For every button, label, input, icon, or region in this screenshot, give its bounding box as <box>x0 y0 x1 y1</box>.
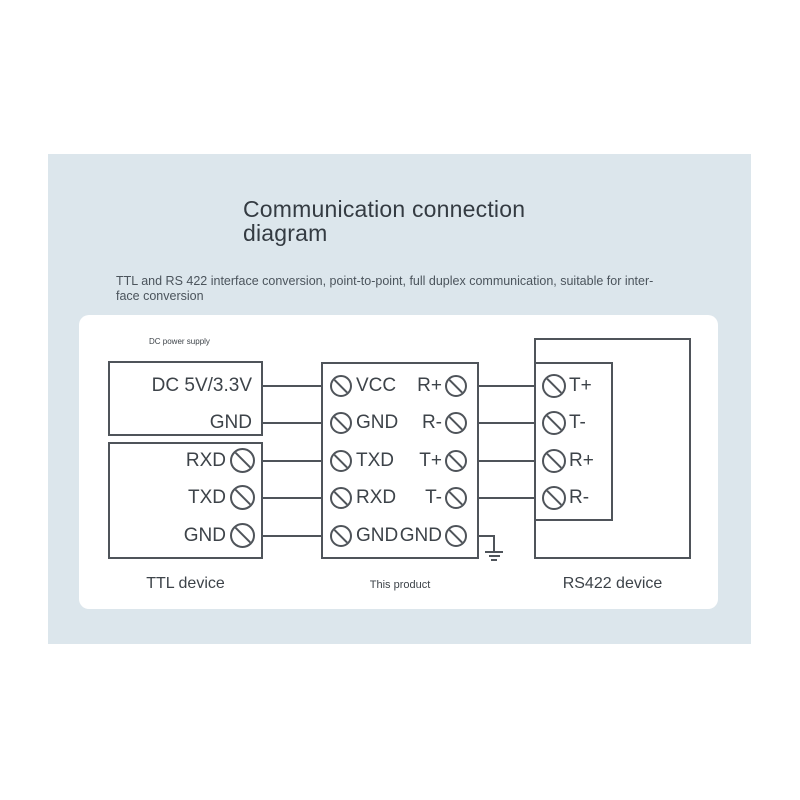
pin-label-vcc: VCC <box>356 375 397 396</box>
wire-rminus-to-tminus <box>479 422 534 424</box>
dc-power-supply-note: DC power supply <box>149 337 210 346</box>
page-subtitle: TTL and RS 422 interface conversion, poi… <box>116 274 653 303</box>
pin-label-gnd5: GND <box>399 525 442 546</box>
diagram-card: DC power supply <box>79 315 718 609</box>
wire-dc5v-to-vcc <box>263 385 321 387</box>
rs422-terminal-block <box>534 362 613 521</box>
dc-power-box <box>108 361 263 436</box>
screw-terminal-icon <box>330 375 352 397</box>
wire-gnd-to-gnd <box>263 422 321 424</box>
screw-terminal-icon <box>445 412 467 434</box>
wire-txd-to-rxd <box>263 497 321 499</box>
page-title-line2: diagram <box>243 219 328 246</box>
wire-gnd-to-ground <box>479 535 495 537</box>
page-subtitle-line1: TTL and RS 422 interface conversion, poi… <box>116 274 654 288</box>
screw-terminal-icon <box>445 525 467 547</box>
wire-rplus-to-tplus <box>479 385 534 387</box>
page-title: Communication connection diagram <box>243 196 526 246</box>
pin-label-tminus: T- <box>425 487 442 508</box>
pin-label-rplus: R+ <box>417 375 442 396</box>
pin-label-rxd: RXD <box>185 450 226 471</box>
screw-terminal-icon <box>542 411 566 435</box>
pin-label-rxd2: RXD <box>356 487 397 508</box>
product-caption: This product <box>369 579 431 591</box>
rs422-device-caption: RS422 device <box>562 575 663 592</box>
pin-label-txd2: TXD <box>356 450 394 471</box>
screw-terminal-icon <box>330 525 352 547</box>
page-title-line1: Communication connection <box>243 196 526 222</box>
pin-label-tminus2: T- <box>569 412 586 433</box>
screw-terminal-icon <box>230 485 255 510</box>
screw-terminal-icon <box>230 448 255 473</box>
screw-terminal-icon <box>542 486 566 510</box>
ground-stem <box>493 535 495 551</box>
screw-terminal-icon <box>330 487 352 509</box>
pin-label-txd: TXD <box>188 487 226 508</box>
pin-label-rminus2: R- <box>569 487 590 508</box>
screw-terminal-icon <box>542 449 566 473</box>
wire-tminus-to-rminus <box>479 497 534 499</box>
pin-label-tplus2: T+ <box>569 375 592 396</box>
pin-label-dc5v: DC 5V/3.3V <box>151 375 252 396</box>
pin-label-rplus2: R+ <box>569 450 594 471</box>
hero-panel: Communication connection diagram TTL and… <box>48 154 751 644</box>
wire-tplus-to-rplus <box>479 460 534 462</box>
pin-label-rminus: R- <box>421 412 442 433</box>
pin-label-gnd4: GND <box>356 525 399 546</box>
pin-label-gnd2: GND <box>183 525 226 546</box>
page-subtitle-line2: face conversion <box>116 288 204 303</box>
pin-label-gnd3: GND <box>356 412 399 433</box>
pin-label-tplus: T+ <box>419 450 442 471</box>
screw-terminal-icon <box>445 487 467 509</box>
screw-terminal-icon <box>330 450 352 472</box>
screw-terminal-icon <box>445 375 467 397</box>
screw-terminal-icon <box>330 412 352 434</box>
screw-terminal-icon <box>445 450 467 472</box>
ttl-device-box <box>108 442 263 559</box>
wire-rxd-to-txd <box>263 460 321 462</box>
wire-gnd-to-gnd2 <box>263 535 321 537</box>
screw-terminal-icon <box>542 374 566 398</box>
product-box <box>321 362 479 559</box>
ttl-device-caption: TTL device <box>146 575 225 592</box>
screw-terminal-icon <box>230 523 255 548</box>
pin-label-gnd: GND <box>209 412 252 433</box>
